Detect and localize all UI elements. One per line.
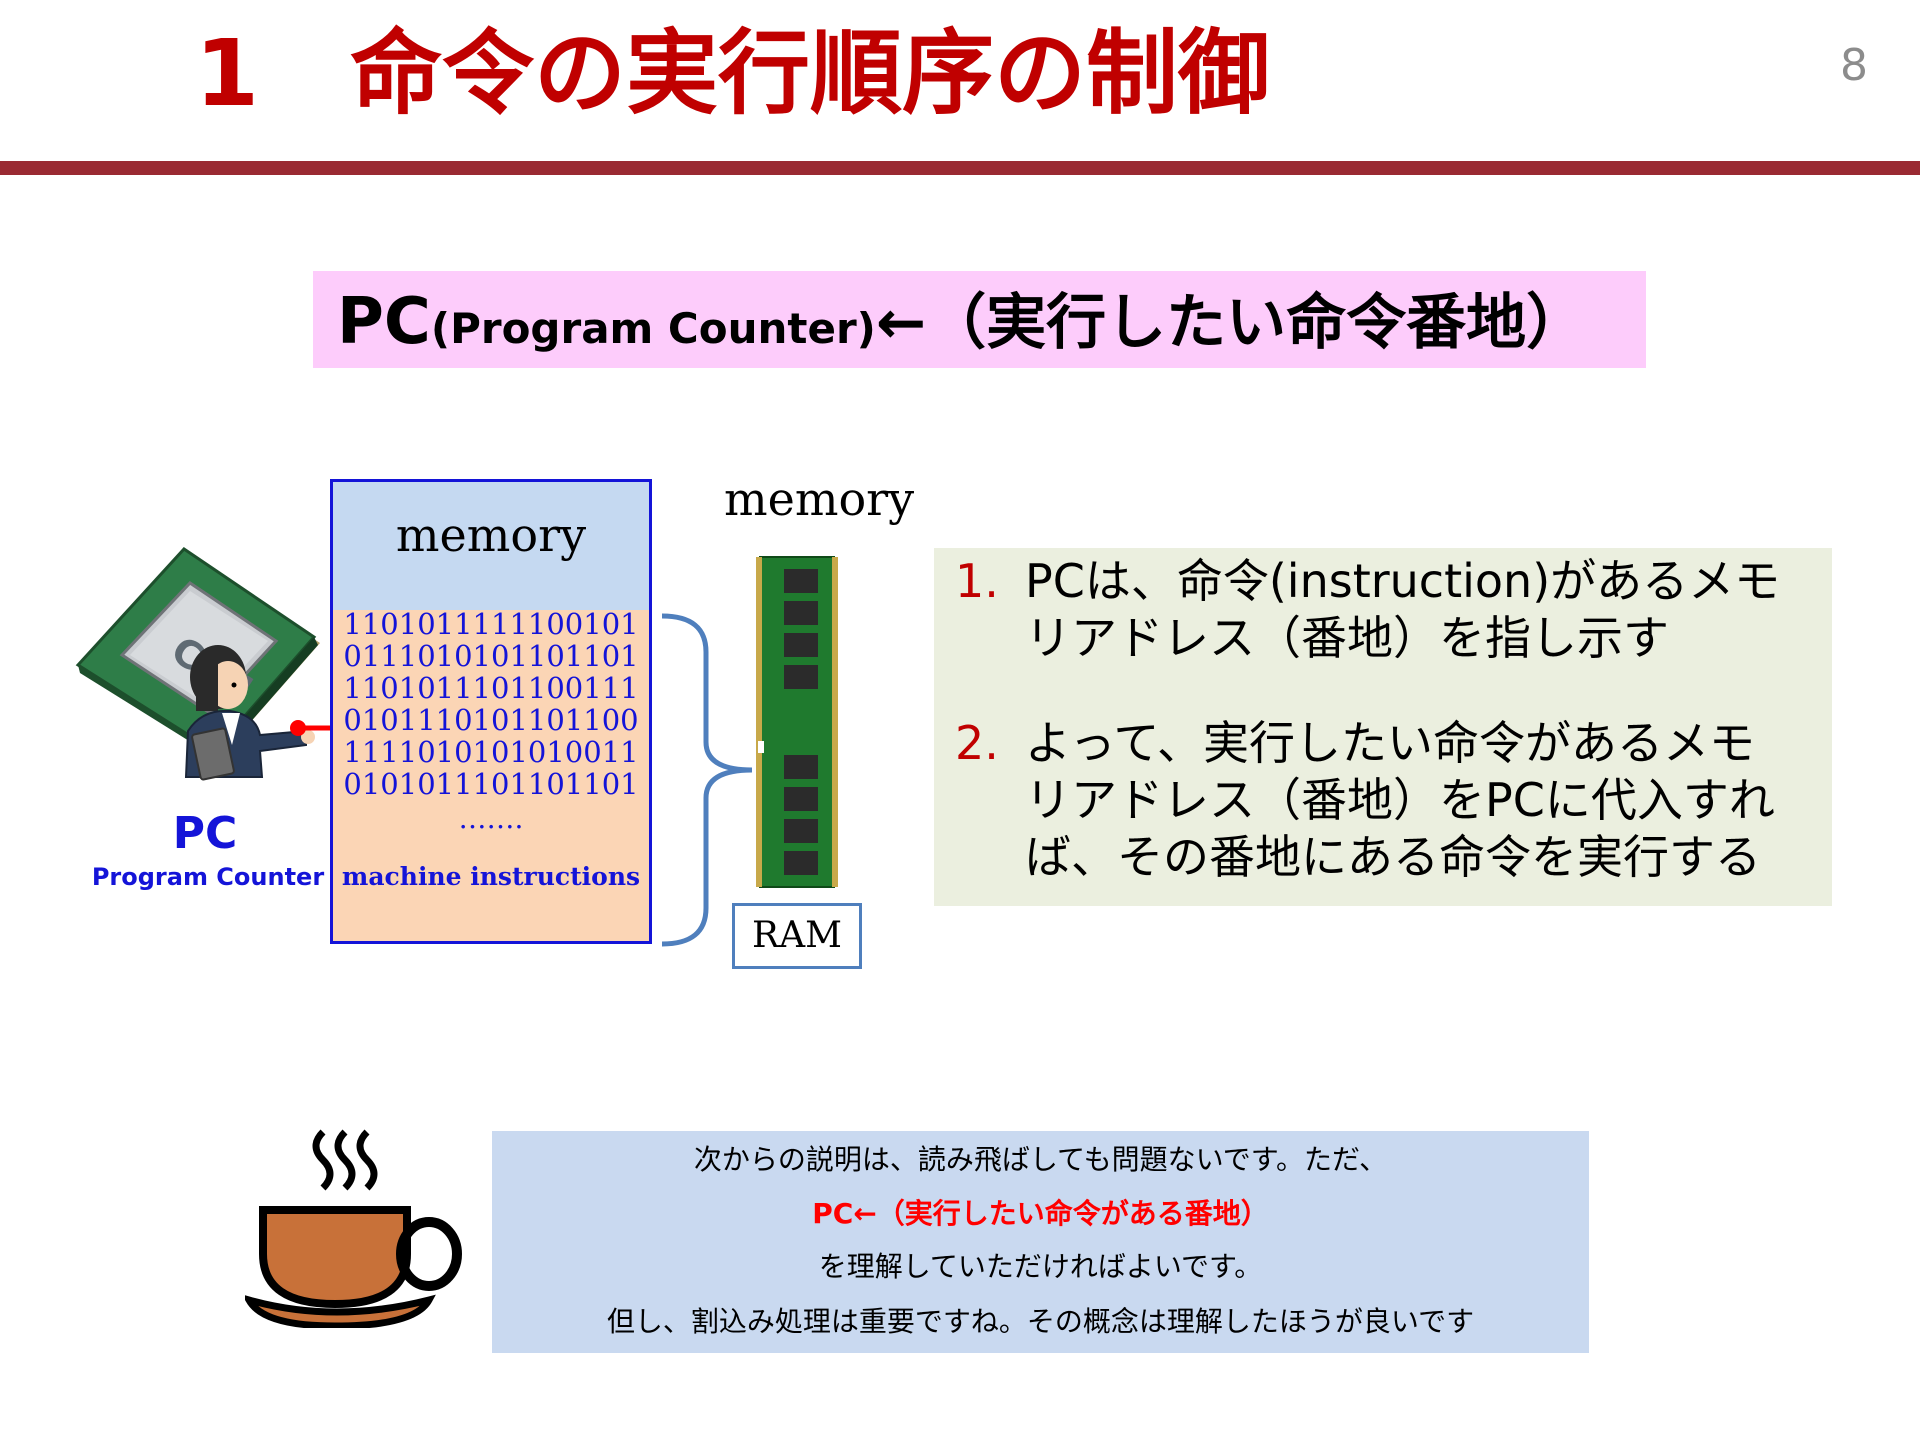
explanation-line: ば、その番地にある命令を実行する	[1025, 830, 1761, 884]
explanation-item-number: 1.	[955, 554, 999, 608]
ram-module-icon	[756, 556, 838, 888]
memory-box-header	[333, 482, 649, 610]
title-number: 1	[195, 20, 260, 127]
explanation-line: PCは、命令(instruction)があるメモ	[1025, 554, 1781, 608]
note-box	[492, 1131, 1589, 1353]
pc-sub-label: Program Counter	[91, 863, 325, 891]
explanation-line: よって、実行したい命令があるメモ	[1025, 716, 1756, 770]
worker-icon	[184, 645, 315, 781]
explanation-item-text: よって、実行したい命令があるメモ リアドレス（番地）をPCに代入すれ ば、その番…	[1025, 715, 1805, 886]
explanation-item: 2. よって、実行したい命令があるメモ リアドレス（番地）をPCに代入すれ ば、…	[955, 715, 1815, 895]
formula-pc: PC	[337, 285, 431, 359]
binary-line: 0101011101101101	[343, 767, 639, 801]
ram-label: RAM	[732, 903, 862, 969]
cpu-chip-illustration: CPU	[75, 547, 320, 781]
title-divider	[0, 161, 1920, 175]
curly-brace	[661, 613, 753, 947]
note-highlight: PC←（実行したい命令がある番地）	[812, 1197, 1269, 1230]
binary-line: 0111010101101101	[343, 639, 639, 673]
explanation-item: 1. PCは、命令(instruction)があるメモ リアドレス（番地）を指し…	[955, 553, 1815, 673]
memory-ellipsis: …….	[458, 802, 524, 835]
explanation-line: リアドレス（番地）を指し示す	[1025, 611, 1669, 665]
coffee-cup-icon	[245, 1129, 462, 1328]
binary-line: 1101011111100101	[343, 607, 639, 641]
formula-text: PC(Program Counter)←（実行したい命令番地）	[337, 284, 1586, 361]
explanation-box	[934, 548, 1832, 906]
page-number: 8	[1840, 40, 1868, 91]
slide-title: 命令の実行順序の制御	[350, 20, 1271, 127]
formula-banner	[313, 271, 1646, 368]
binary-lines: 1101011111100101 0111010101101101 110101…	[333, 608, 649, 800]
explanation-item-number: 2.	[955, 716, 999, 770]
formula-pc-expansion: (Program Counter)	[430, 304, 876, 353]
note-line: 次からの説明は、読み飛ばしても問題ないです。ただ、	[693, 1143, 1388, 1176]
ram-memory-label: memory	[724, 472, 915, 526]
memory-box-label: memory	[395, 508, 587, 562]
binary-line: 1101011101100111	[343, 671, 639, 705]
note-line: 但し、割込み処理は重要ですね。その概念は理解したほうが良いです	[606, 1305, 1475, 1338]
binary-line: 1111010101010011	[343, 735, 639, 769]
explanation-line: リアドレス（番地）をPCに代入すれ	[1025, 773, 1775, 827]
pc-label: PC	[172, 808, 238, 859]
note-line: を理解していただければよいです。	[818, 1250, 1263, 1283]
explanation-item-text: PCは、命令(instruction)があるメモ リアドレス（番地）を指し示す	[1025, 553, 1805, 667]
memory-caption: machine instructions	[341, 862, 641, 891]
binary-line: 0101110101101100	[343, 703, 639, 737]
formula-assignment: ←（実行したい命令番地）	[875, 288, 1587, 358]
